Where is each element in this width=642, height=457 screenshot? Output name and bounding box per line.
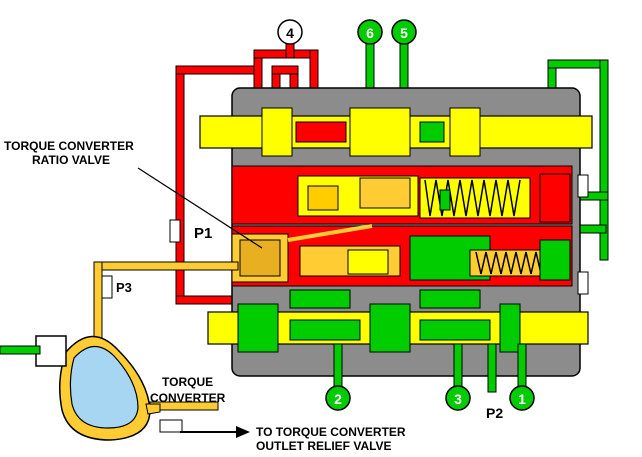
outlet-fitting [159, 419, 183, 433]
outlet-label-line2: OUTLET RELIEF VALVE [256, 439, 392, 453]
port-4-number: 4 [286, 25, 294, 41]
port-3-number: 3 [454, 391, 462, 407]
housing-bolt-left [169, 219, 181, 243]
housing-bolt-right-bottom [577, 271, 589, 295]
port-1: 1 [509, 385, 535, 411]
port-2: 2 [325, 385, 351, 411]
ratio-valve-label-line1: TORQUE CONVERTER [4, 139, 134, 153]
torque-converter [0, 335, 161, 441]
p3-pressure-tap [101, 275, 113, 299]
port-5: 5 [391, 19, 417, 45]
port-5-number: 5 [400, 25, 408, 41]
converter-label-line2: CONVERTER [150, 391, 226, 405]
port-6-number: 6 [366, 25, 374, 41]
port-2-number: 2 [334, 391, 342, 407]
converter-label-line1: TORQUE [162, 375, 213, 389]
upper-spool [199, 107, 593, 157]
port-3: 3 [445, 385, 471, 411]
ratio-valve-label-line2: RATIO VALVE [32, 153, 110, 167]
ratio-valve-body [231, 165, 573, 225]
port-4: 4 [277, 19, 303, 45]
outlet-arrow-head [236, 426, 250, 438]
pilot-line [287, 224, 373, 242]
lower-spool [207, 289, 589, 353]
port-6: 6 [357, 19, 383, 45]
outlet-label-line1: TO TORQUE CONVERTER [256, 425, 406, 439]
bottom-port-lines [333, 343, 527, 393]
housing-bolt-right-top [577, 174, 589, 198]
lower-ratio-valve [231, 225, 573, 287]
ratio-valve-leader [137, 167, 263, 249]
lower-spring [475, 251, 547, 275]
port-1-number: 1 [518, 391, 526, 407]
p2-label: P2 [486, 405, 503, 421]
p1-label: P1 [194, 225, 212, 242]
p3-label: P3 [116, 280, 132, 295]
